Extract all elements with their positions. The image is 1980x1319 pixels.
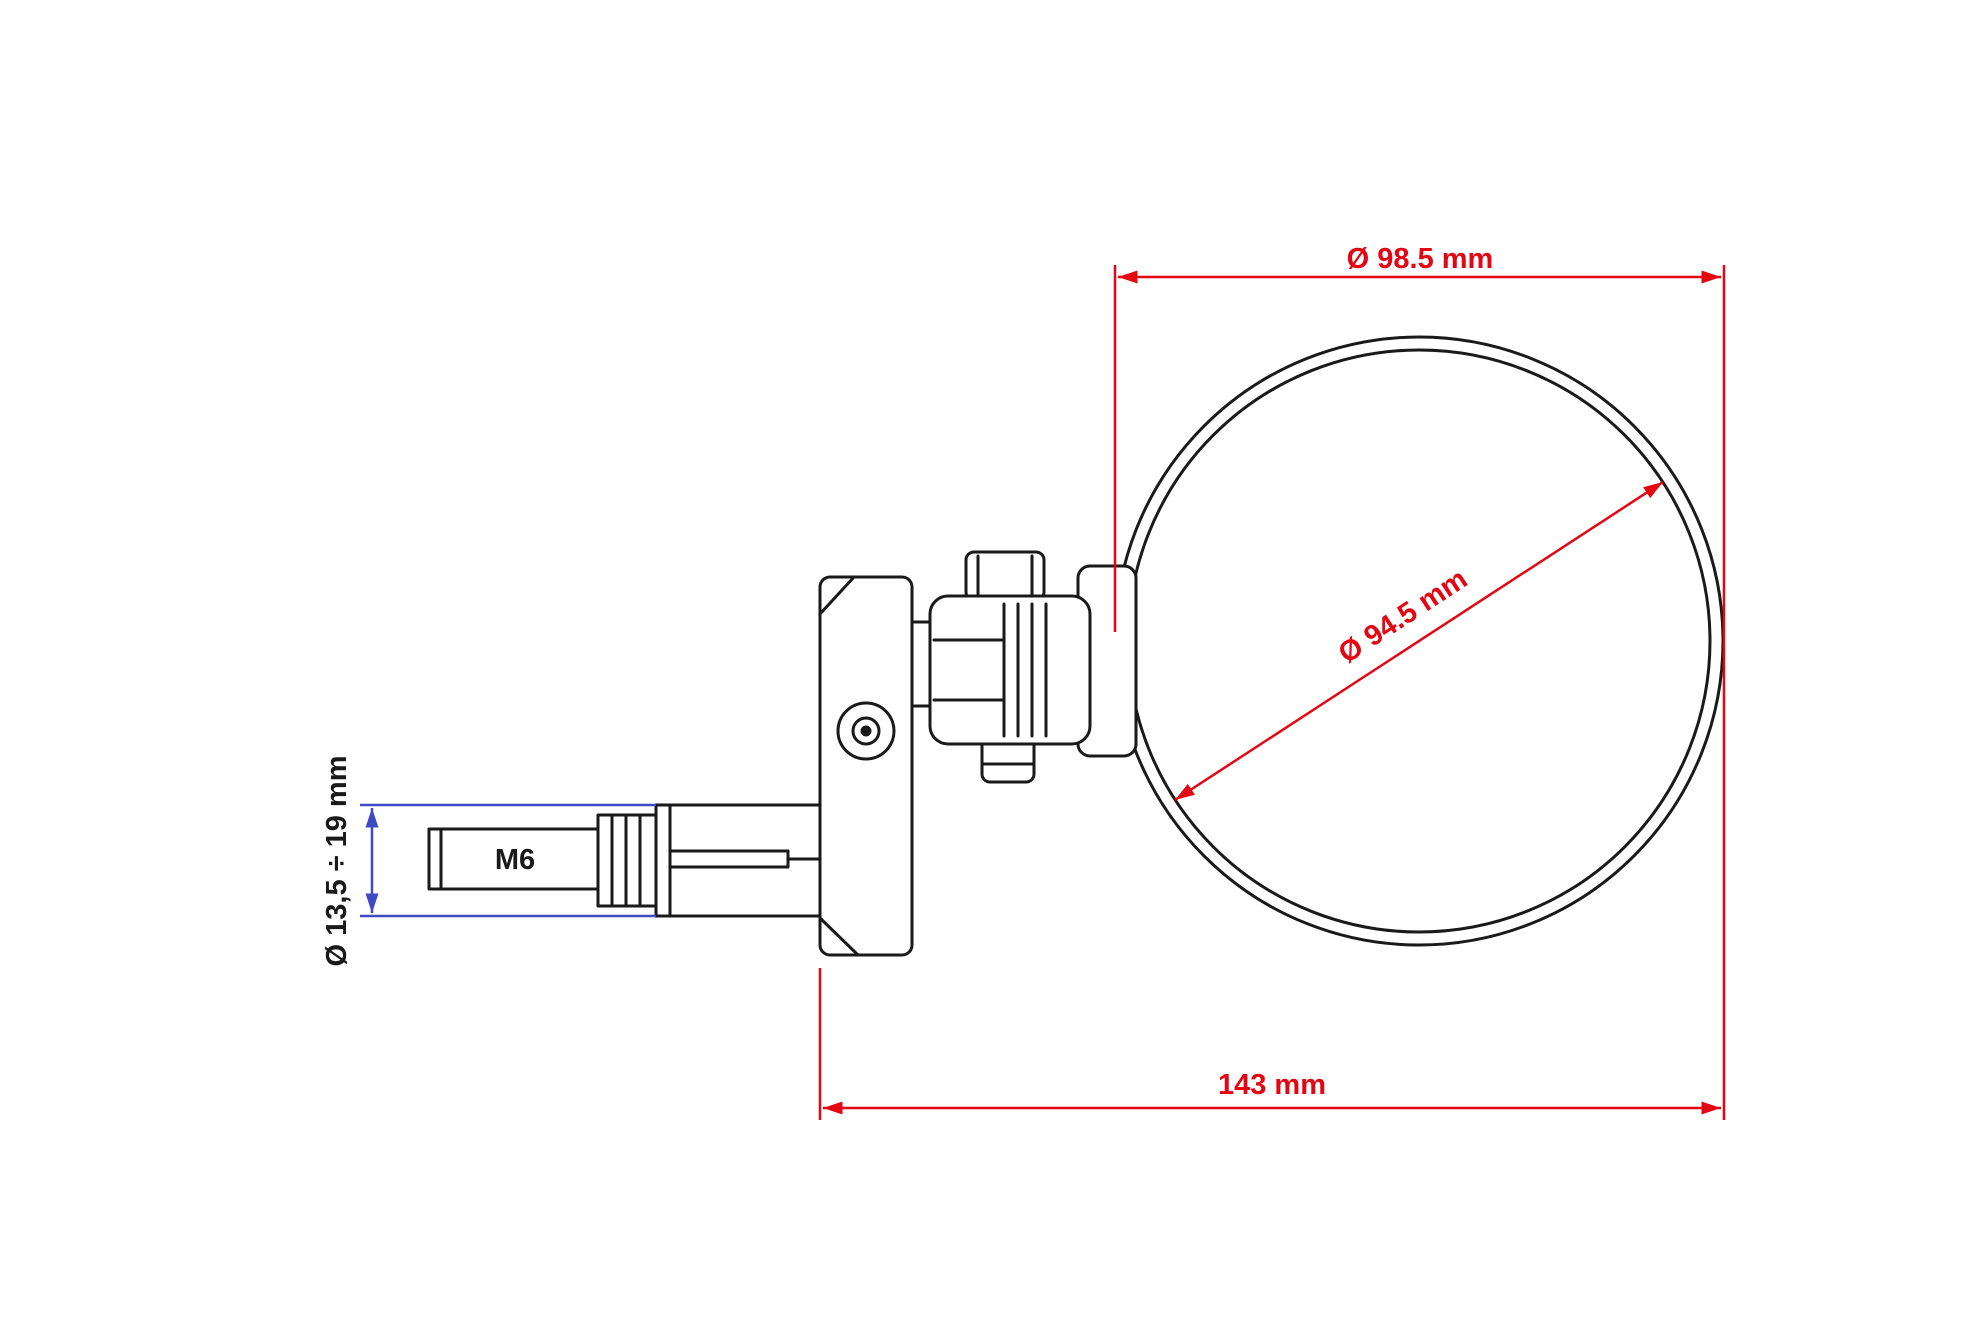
dimension-mirror-glass-diameter — [1174, 480, 1664, 802]
label-thread-size: M6 — [495, 844, 535, 876]
dimension-clamp-diameter — [360, 803, 656, 918]
label-mirror-outer-diameter: Ø 98.5 mm — [1347, 243, 1494, 275]
threaded-stem — [427, 827, 600, 891]
clamp-screw-head — [836, 701, 896, 761]
dimension-overall-length — [818, 968, 1721, 1120]
mirror-assembly-outline — [427, 335, 1725, 957]
hinge-housing — [928, 594, 1092, 746]
label-overall-length: 143 mm — [1218, 1069, 1326, 1101]
clamp-body — [818, 575, 914, 957]
label-clamp-diameter-range: Ø 13,5 ÷ 19 mm — [321, 756, 353, 967]
dimension-line — [1174, 480, 1664, 802]
dimension-mirror-outer-diameter — [1113, 265, 1726, 1120]
clamp-screw-socket — [851, 716, 881, 746]
